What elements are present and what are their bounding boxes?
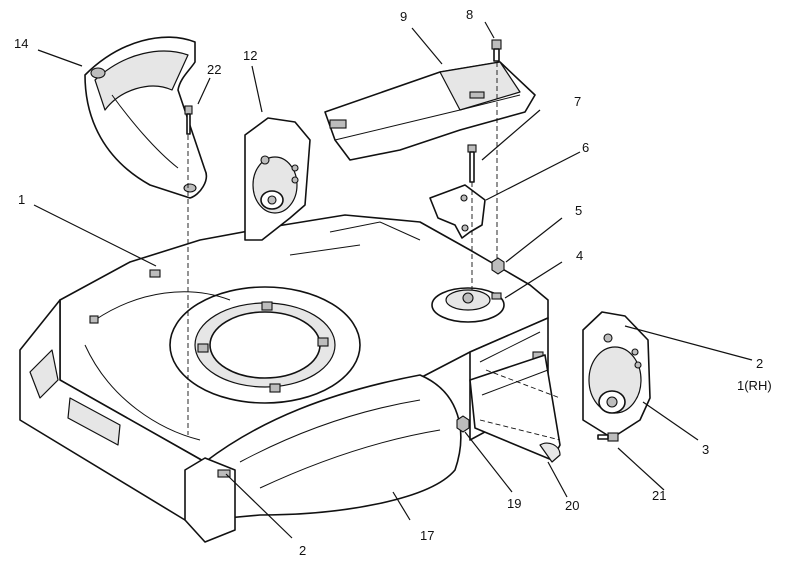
callout-21: 21 (652, 488, 666, 503)
callout-2-rh: 2 (756, 356, 763, 371)
callout-22: 22 (207, 62, 221, 77)
callout-17: 17 (420, 528, 434, 543)
discharge-cover (84, 36, 208, 199)
callout-14: 14 (14, 36, 28, 51)
callout-2: 2 (299, 543, 306, 558)
bolt-21 (597, 432, 619, 442)
nut-5 (491, 257, 505, 275)
nut-19 (456, 415, 470, 433)
callout-5: 5 (575, 203, 582, 218)
callout-1: 1 (18, 192, 25, 207)
callout-1-rh: 1(RH) (737, 378, 772, 393)
callout-8: 8 (466, 7, 473, 22)
wheel-bracket-rh (582, 311, 651, 439)
callout-7: 7 (574, 94, 581, 109)
assembly-lines (187, 62, 561, 441)
leader-lines (33, 21, 753, 539)
callout-19: 19 (507, 496, 521, 511)
callout-6: 6 (582, 140, 589, 155)
screw-22 (184, 105, 193, 135)
bolt-8 (491, 39, 502, 62)
callout-labels: 14 22 12 9 8 7 6 5 4 1 2 1(RH) 3 21 20 1… (14, 7, 772, 558)
bolt-7 (467, 144, 477, 183)
deck-housing (19, 214, 549, 543)
bracket-6 (429, 184, 486, 239)
callout-12: 12 (243, 48, 257, 63)
wheel-bracket-lh (244, 117, 311, 241)
axle-rod-20 (469, 354, 561, 463)
callout-9: 9 (400, 9, 407, 24)
callout-4: 4 (576, 248, 583, 263)
callout-3: 3 (702, 442, 709, 457)
callout-20: 20 (565, 498, 579, 513)
belt-cover (324, 61, 536, 161)
